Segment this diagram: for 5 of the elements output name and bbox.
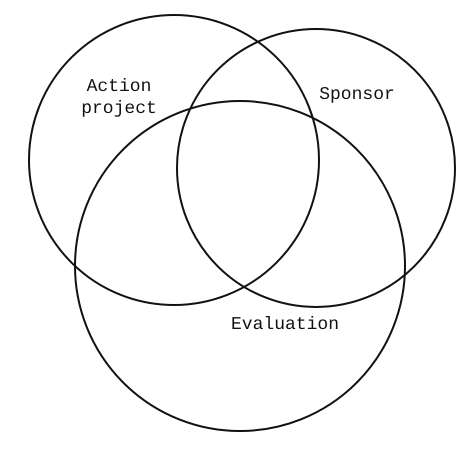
circle-label: Action project bbox=[80, 76, 158, 120]
venn-circle bbox=[176, 28, 456, 308]
circle-label: Sponsor bbox=[318, 84, 396, 106]
circle-label: Evaluation bbox=[230, 314, 340, 336]
venn-circle bbox=[28, 14, 320, 306]
